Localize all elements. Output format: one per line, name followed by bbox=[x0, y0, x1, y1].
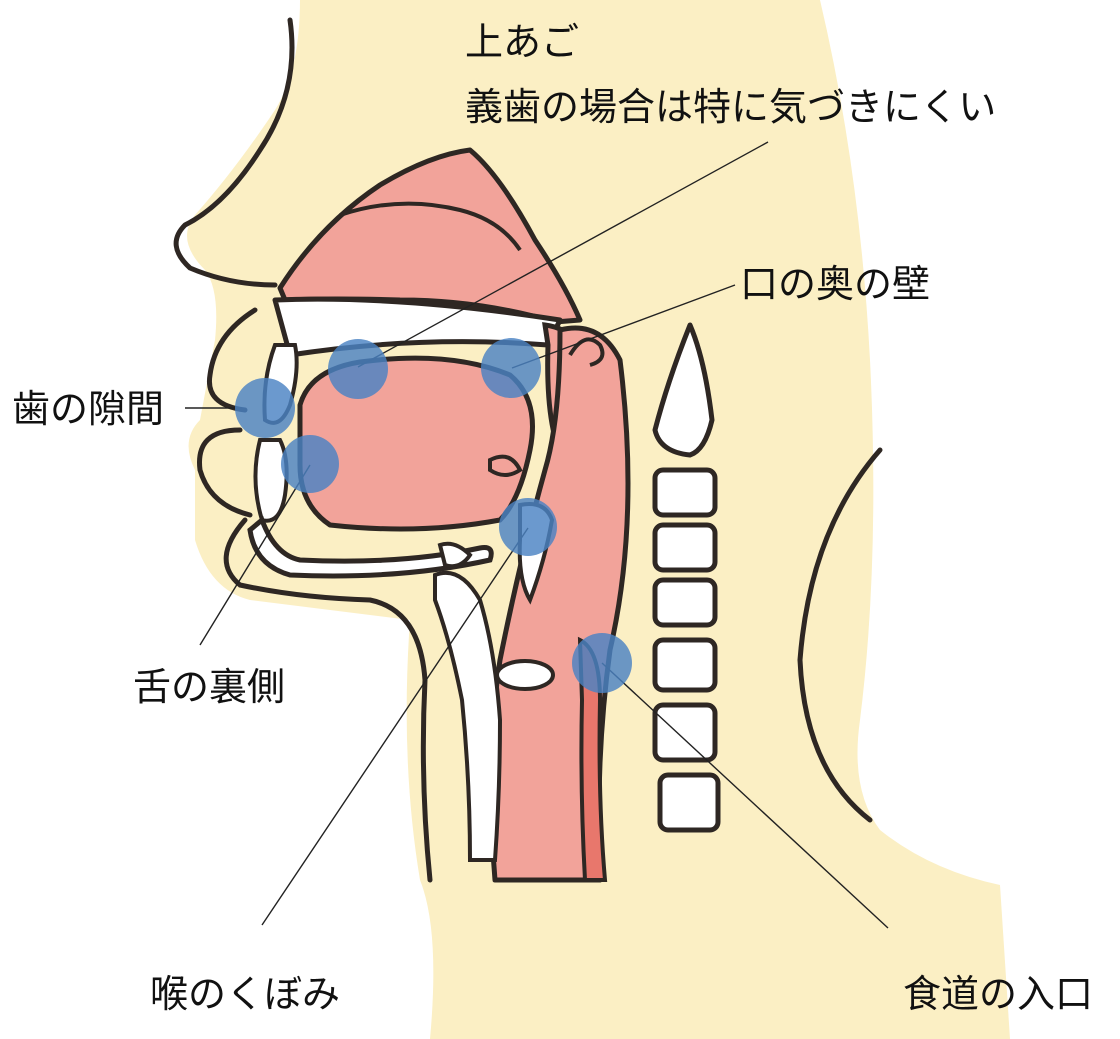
trachea-ring bbox=[497, 661, 553, 689]
lower-teeth bbox=[255, 440, 286, 521]
vertebra-c3 bbox=[655, 525, 715, 570]
vertebra-c5 bbox=[655, 640, 715, 690]
marker-tongue-underside bbox=[281, 435, 339, 493]
label-upper-jaw: 上あご bbox=[465, 23, 579, 61]
label-esophagus-entrance: 食道の入口 bbox=[903, 975, 1093, 1013]
marker-esophagus bbox=[572, 633, 632, 693]
marker-throat-hollow bbox=[499, 498, 557, 556]
vertebra-c4 bbox=[655, 580, 715, 625]
vertebra-c2 bbox=[655, 470, 715, 515]
marker-upper-jaw bbox=[328, 339, 388, 399]
marker-back-wall bbox=[481, 338, 541, 398]
label-teeth-gap: 歯の隙間 bbox=[12, 390, 164, 428]
vertebra-c7 bbox=[660, 775, 718, 830]
marker-teeth-gap bbox=[235, 378, 295, 438]
label-throat-hollow: 喉のくぼみ bbox=[150, 975, 340, 1013]
label-upper-jaw-note: 義歯の場合は特に気づきにくい bbox=[465, 88, 996, 126]
label-back-wall: 口の奥の壁 bbox=[740, 265, 930, 303]
vertebra-c6 bbox=[655, 705, 715, 760]
label-tongue-underside: 舌の裏側 bbox=[133, 668, 285, 706]
